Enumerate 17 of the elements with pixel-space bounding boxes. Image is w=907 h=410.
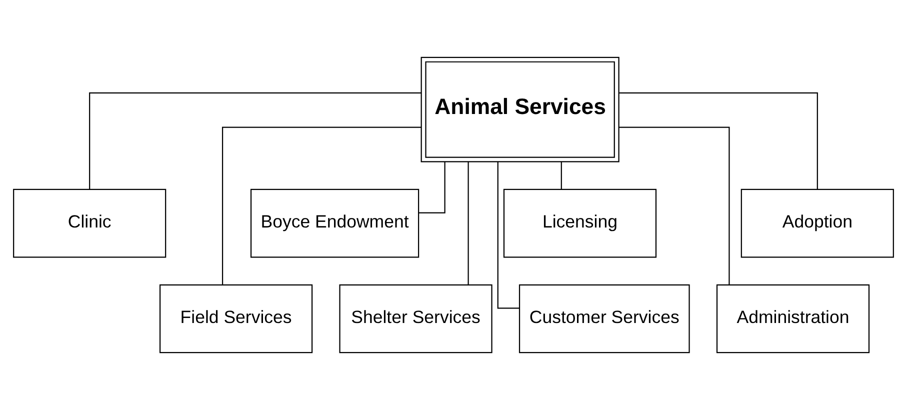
node-box: Shelter Services bbox=[339, 284, 492, 354]
connector bbox=[618, 126, 730, 284]
connector bbox=[560, 162, 562, 190]
node-box: Adoption bbox=[740, 188, 894, 258]
node-box: Field Services bbox=[159, 284, 313, 354]
node-box: Administration bbox=[716, 284, 870, 354]
connector bbox=[222, 126, 421, 284]
node-box: Customer Services bbox=[518, 284, 690, 354]
connector bbox=[468, 162, 469, 285]
node-box: Boyce Endowment bbox=[250, 188, 420, 258]
connector bbox=[619, 92, 818, 190]
connector bbox=[497, 162, 520, 309]
node-box: Clinic bbox=[13, 188, 166, 258]
connector bbox=[89, 92, 422, 190]
connector bbox=[418, 162, 446, 214]
node-box: Animal Services bbox=[420, 56, 620, 162]
node-box: Licensing bbox=[503, 188, 657, 258]
